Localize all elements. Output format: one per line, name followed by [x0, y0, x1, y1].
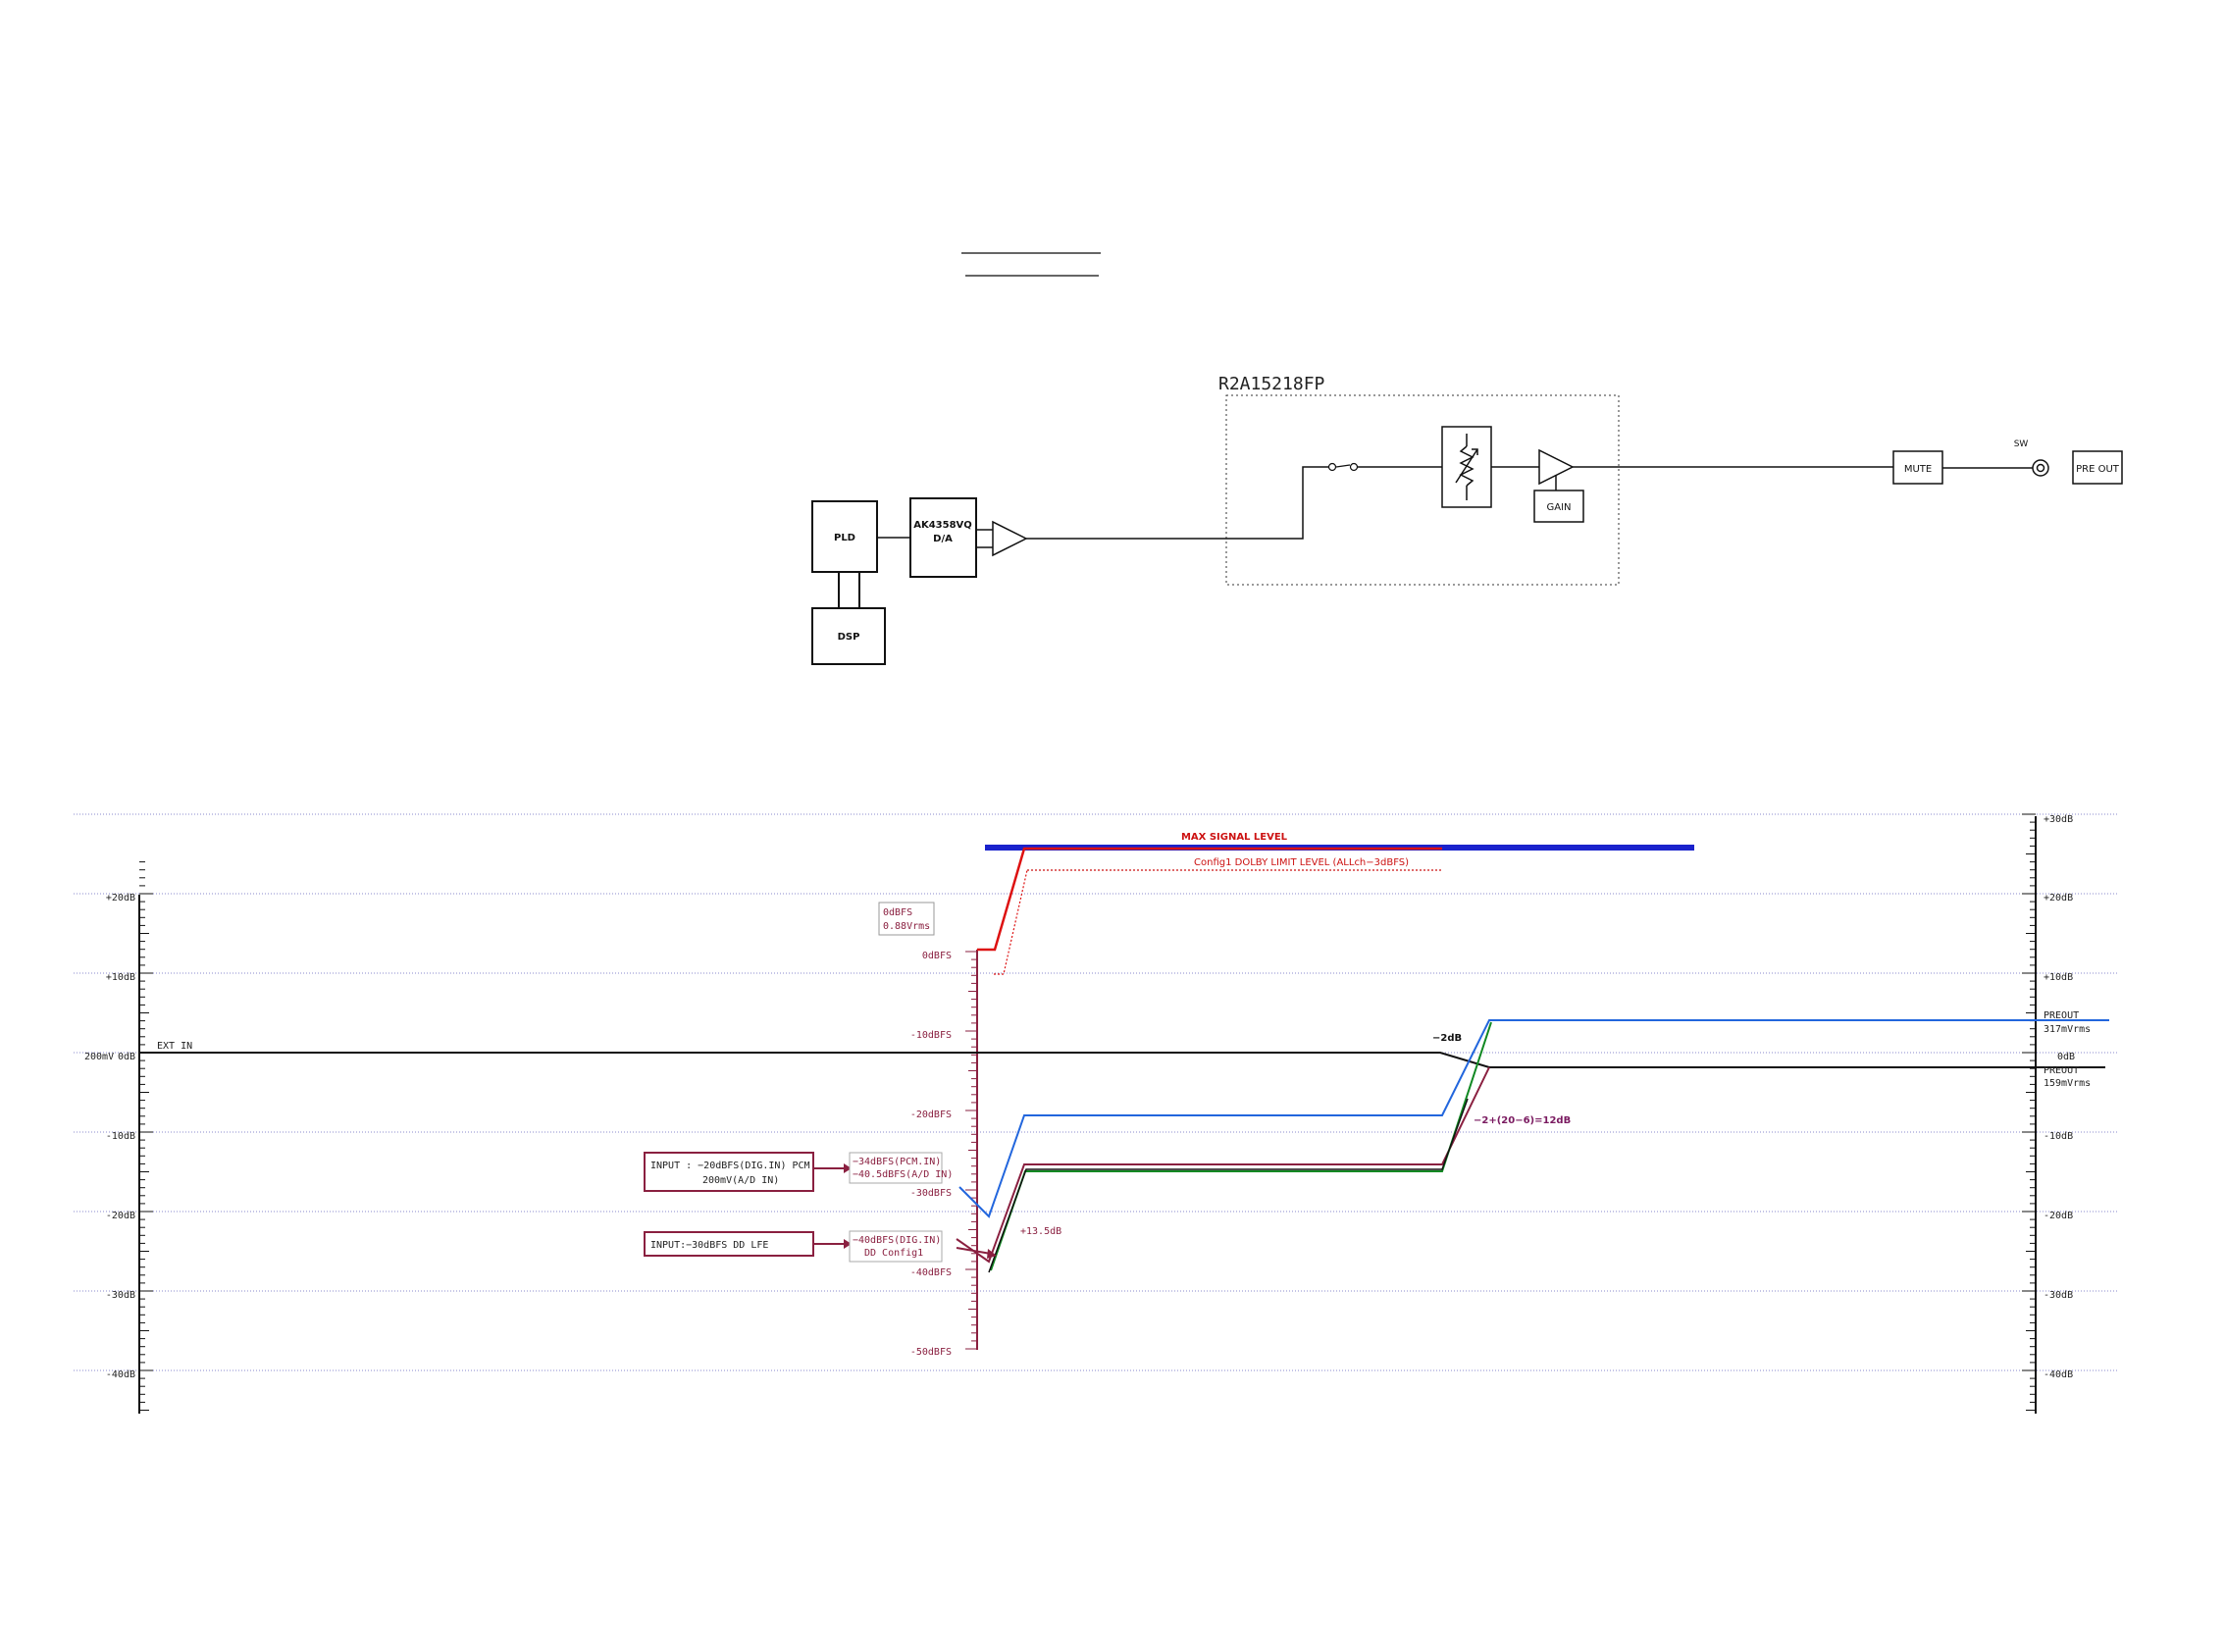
switch-contact: [1349, 462, 1359, 472]
level-gridlines: [74, 813, 2117, 1371]
gain-label: GAIN: [1546, 502, 1571, 513]
left-scale-ticks: [139, 861, 153, 1411]
variable-resistor-icon: [1455, 434, 1478, 500]
left-label-0: 0dB: [118, 1052, 135, 1062]
minus-2db-label: −2dB: [1432, 1033, 1462, 1044]
input-pcm-box: [644, 1152, 814, 1192]
input-pcm-arrowhead: [844, 1163, 852, 1173]
pcm-level-box: [849, 1152, 943, 1184]
right-scale-ticks: [2022, 813, 2036, 1411]
pre-out-label: PRE OUT: [2076, 464, 2120, 475]
dbfs-label-0: 0dBFS: [922, 951, 952, 961]
right-label-m40: -40dB: [2044, 1369, 2073, 1380]
dbfs-label-m20: -20dBFS: [910, 1110, 952, 1120]
lfe-path: [990, 1021, 1492, 1271]
signal-wire-to-chip: [1026, 466, 1329, 540]
zero-dbfs-box-l2: 0.88Vrms: [883, 921, 930, 932]
dsp-label: DSP: [838, 632, 860, 643]
lfe-to-scale-arrow: [956, 1247, 992, 1255]
switch-arm: [1335, 464, 1351, 468]
left-label-p20: +20dB: [106, 893, 135, 903]
mute-label: MUTE: [1904, 464, 1932, 475]
input-lfe-label: INPUT:−30dBFS DD LFE: [650, 1240, 768, 1251]
input-pcm-l2: 200mV(A/D IN): [702, 1175, 779, 1186]
max-signal-label: MAX SIGNAL LEVEL: [1181, 832, 1288, 843]
ext-in-path: [139, 1052, 2105, 1068]
lfe-level-l2: DD Config1: [864, 1248, 923, 1259]
buffer-amp-icon: [992, 520, 1028, 557]
lfe-to-scale-arrowhead: [987, 1249, 997, 1259]
dbfs-label-m30: -30dBFS: [910, 1188, 952, 1199]
left-label-m10: -10dB: [106, 1131, 135, 1142]
right-label-p20: +20dB: [2044, 893, 2073, 903]
left-label-m30: -30dB: [106, 1290, 135, 1301]
max-level-path: [977, 847, 1442, 952]
input-lfe-arrowhead: [844, 1239, 852, 1249]
zero-dbfs-box-l1: 0dBFS: [883, 907, 912, 918]
gain-13-5-label: +13.5dB: [1020, 1226, 1061, 1237]
chip-label: R2A15218FP: [1218, 374, 1325, 394]
dbfs-label-m40: -40dBFS: [910, 1267, 952, 1278]
dac-label-1: AK4358VQ: [913, 520, 972, 531]
pcm-level-l2: −40.5dBFS(A/D IN): [853, 1169, 953, 1180]
left-ref-200mv: 200mV: [84, 1052, 114, 1062]
dac-block: [909, 497, 977, 578]
mute-block: [1892, 450, 1943, 485]
dolby-limit-path: [994, 869, 1028, 975]
input-pcm-l1: INPUT : −20dBFS(DIG.IN) PCM: [650, 1161, 810, 1171]
input-select-switch-icon: [1327, 462, 1337, 472]
dac-label-2: D/A: [933, 534, 953, 544]
zero-dbfs-box: [878, 902, 935, 936]
gain-block: [1533, 490, 1584, 523]
pcm-level-l1: −34dBFS(PCM.IN): [853, 1157, 941, 1167]
preout-a-l1: PREOUT: [2044, 1010, 2079, 1021]
dolby-limit-label: Config1 DOLBY LIMIT LEVEL (ALLch−3dBFS): [1194, 857, 1409, 868]
right-label-m30: -30dB: [2044, 1290, 2073, 1301]
left-label-p10: +10dB: [106, 972, 135, 983]
dsp-block: [811, 607, 886, 665]
dbfs-label-m10: -10dBFS: [910, 1030, 952, 1041]
sw-label: SW: [2014, 439, 2029, 449]
preout-b-l1: PREOUT: [2044, 1065, 2079, 1076]
block-diagram: R2A15218FP PLD DSP AK4358VQ D/A: [811, 374, 2123, 665]
input-lfe-box: [644, 1231, 814, 1257]
left-label-m40: -40dB: [106, 1369, 135, 1380]
left-label-m20: -20dB: [106, 1211, 135, 1221]
pld-block: [811, 500, 878, 573]
formula-label: −2+(20−6)=12dB: [1474, 1115, 1571, 1126]
preout-b-l2: 159mVrms: [2044, 1078, 2091, 1089]
preout-a-l2: 317mVrms: [2044, 1024, 2091, 1035]
dbfs-scale-ticks: [965, 951, 977, 1350]
pcm-path: [958, 1019, 2109, 1218]
level-chart: +20dB +10dB 0dB 200mV -10dB -20dB -30dB …: [74, 813, 2117, 1414]
lfe-level-l1: −40dBFS(DIG.IN): [853, 1235, 941, 1246]
lfe-path-black: [988, 1098, 1469, 1273]
right-label-p10: +10dB: [2044, 972, 2073, 983]
ext-in-label: EXT IN: [157, 1041, 192, 1052]
pld-label: PLD: [834, 533, 855, 543]
lfe-level-box: [849, 1230, 943, 1263]
right-label-m10: -10dB: [2044, 1131, 2073, 1142]
right-label-0: 0dB: [2057, 1052, 2075, 1062]
pre-out-block: [2072, 450, 2123, 485]
output-jack-inner: [2036, 463, 2045, 473]
right-label-p30: +30dB: [2044, 814, 2073, 825]
chip-boundary: [1225, 394, 1620, 586]
ad-in-path: [956, 1066, 1490, 1264]
right-label-m20: -20dB: [2044, 1211, 2073, 1221]
dbfs-label-m50: -50dBFS: [910, 1347, 952, 1358]
